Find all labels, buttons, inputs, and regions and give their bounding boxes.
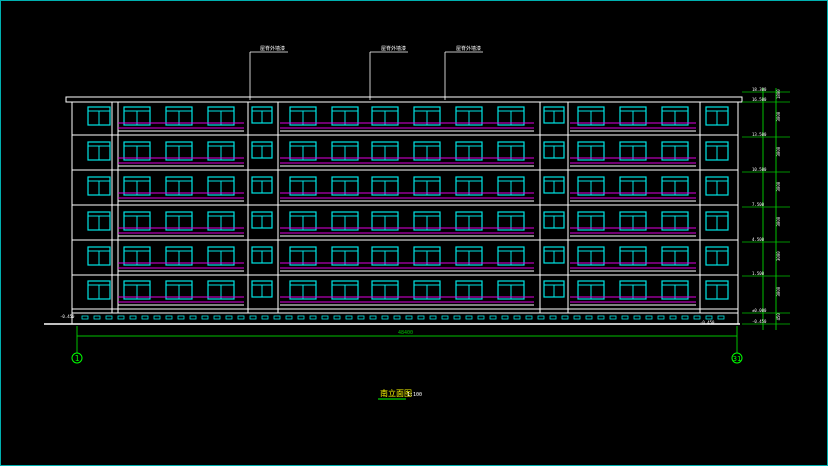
plinth xyxy=(71,312,739,325)
floor-height-dimension: 3000 xyxy=(776,286,781,296)
vent-opening xyxy=(405,315,413,320)
vent-opening xyxy=(153,315,161,320)
vent-opening xyxy=(81,315,89,320)
vent-opening xyxy=(117,315,125,320)
vent-opening xyxy=(549,315,557,320)
vent-opening xyxy=(345,315,353,320)
axis-bubble-left xyxy=(71,352,83,364)
elevation-mark: 18.300 xyxy=(752,87,767,92)
vent-opening xyxy=(585,315,593,320)
vent-opening xyxy=(717,315,725,320)
vent-opening xyxy=(609,315,617,320)
vent-opening xyxy=(657,315,665,320)
roof-callout-3: 屋脊外墙漆 xyxy=(456,45,481,52)
ground-level-right: -0.450 xyxy=(700,320,715,325)
vent-opening xyxy=(633,315,641,320)
overall-dimension-text: 48400 xyxy=(398,330,413,336)
floor-height-dimension: 450 xyxy=(776,313,781,321)
vent-opening xyxy=(525,315,533,320)
elevation-mark: -0.450 xyxy=(752,319,767,324)
floor-height-dimension: 1800 xyxy=(776,89,781,99)
axis-bubble-right xyxy=(731,352,743,364)
roof-callout-1: 屋脊外墙漆 xyxy=(260,45,285,52)
floor-height-dimension: 3000 xyxy=(776,216,781,226)
elevation-mark: 16.500 xyxy=(752,97,767,102)
floor-height-dimension: 3000 xyxy=(776,251,781,261)
vent-opening xyxy=(225,315,233,320)
vent-opening xyxy=(693,315,701,320)
vent-opening xyxy=(249,315,257,320)
vent-opening xyxy=(537,315,545,320)
vent-opening xyxy=(189,315,197,320)
vent-opening xyxy=(573,315,581,320)
roof-callout-2: 屋脊外墙漆 xyxy=(381,45,406,52)
drawing-title: 南立面图 xyxy=(380,388,412,398)
vent-opening xyxy=(417,315,425,320)
vent-opening xyxy=(213,315,221,320)
drawing-scale: 1:100 xyxy=(407,392,422,398)
vent-opening xyxy=(561,315,569,320)
vent-opening xyxy=(141,315,149,320)
vent-opening xyxy=(441,315,449,320)
elevation-mark: 4.500 xyxy=(752,237,765,242)
vent-opening xyxy=(237,315,245,320)
vent-opening xyxy=(357,315,365,320)
vent-opening xyxy=(177,315,185,320)
vent-opening xyxy=(321,315,329,320)
floor-height-dimension: 3000 xyxy=(776,146,781,156)
axis-label-left: 1 xyxy=(75,354,80,363)
vent-opening xyxy=(165,315,173,320)
vent-opening xyxy=(465,315,473,320)
vent-opening xyxy=(645,315,653,320)
vent-opening xyxy=(309,315,317,320)
vent-opening xyxy=(261,315,269,320)
vent-opening xyxy=(429,315,437,320)
building-elevation xyxy=(44,96,743,325)
vent-opening xyxy=(285,315,293,320)
vent-opening xyxy=(333,315,341,320)
elevation-mark: 7.500 xyxy=(752,202,765,207)
vent-opening xyxy=(501,315,509,320)
elevation-mark: 13.500 xyxy=(752,132,767,137)
floor-height-dimension: 3000 xyxy=(776,181,781,191)
vent-opening xyxy=(381,315,389,320)
elevation-mark: 1.500 xyxy=(752,271,765,276)
ground-level-left: -0.450 xyxy=(60,314,75,319)
vent-opening xyxy=(669,315,677,320)
elevation-mark: 10.500 xyxy=(752,167,767,172)
vent-opening xyxy=(105,315,113,320)
axis-label-right: 31 xyxy=(733,355,741,363)
vent-opening xyxy=(201,315,209,320)
vent-opening xyxy=(597,315,605,320)
vent-opening xyxy=(513,315,521,320)
vent-opening xyxy=(273,315,281,320)
vent-opening xyxy=(681,315,689,320)
vent-opening xyxy=(477,315,485,320)
roof-parapet xyxy=(65,96,743,103)
dimension-annotations: 18.300 1800 16.500 3000 13.500 3000 10.500 3000… xyxy=(76,51,790,353)
vent-opening xyxy=(393,315,401,320)
balcony-railings xyxy=(118,122,696,306)
vent-opening xyxy=(369,315,377,320)
vent-opening xyxy=(297,315,305,320)
vent-opening xyxy=(93,315,101,320)
vent-opening xyxy=(453,315,461,320)
vent-opening xyxy=(621,315,629,320)
vent-opening xyxy=(705,315,713,320)
vent-opening xyxy=(129,315,137,320)
floor-height-dimension: 3000 xyxy=(776,111,781,121)
vent-opening xyxy=(489,315,497,320)
window-group xyxy=(81,106,729,320)
elevation-mark: ±0.000 xyxy=(752,308,767,313)
